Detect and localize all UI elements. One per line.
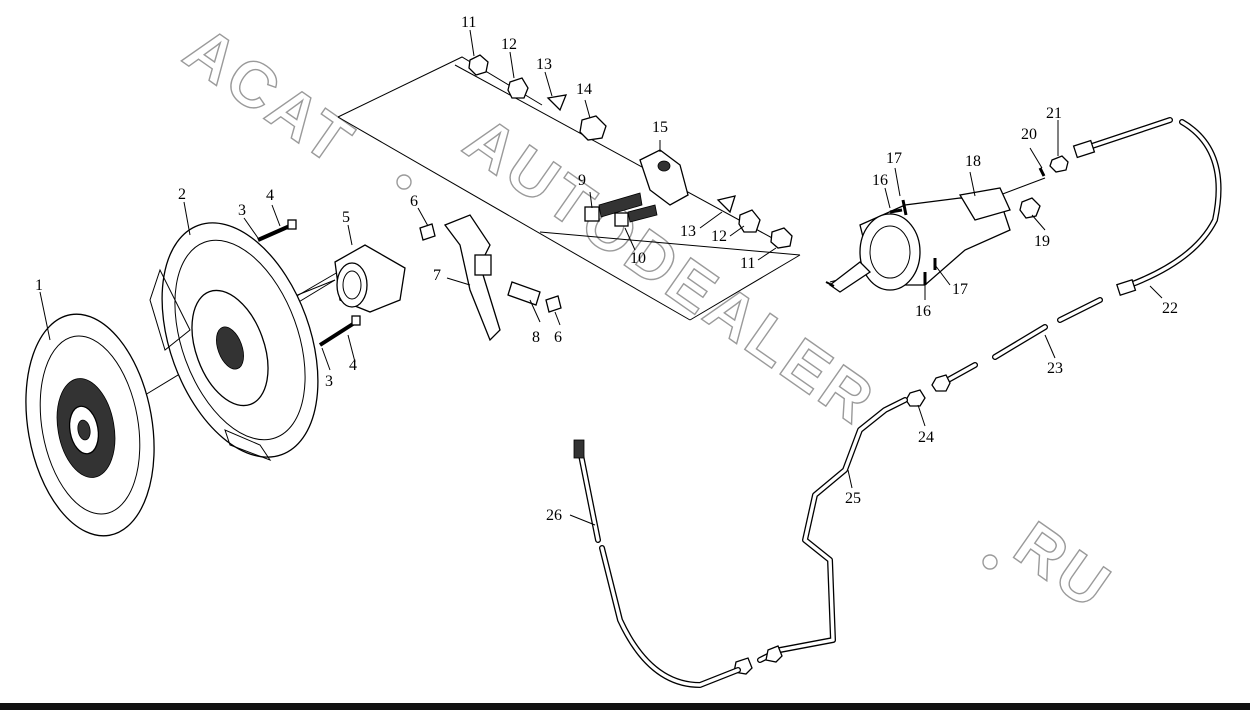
washer-12-upper: [507, 77, 529, 99]
callout-8: 8: [532, 329, 540, 346]
callout-21: 21: [1046, 105, 1062, 122]
bolt-10: [614, 204, 658, 227]
callout-3-upper: 3: [238, 202, 246, 219]
bolt-17-upper: [901, 199, 908, 216]
callout-5: 5: [342, 209, 350, 226]
clip-lower: [545, 295, 562, 313]
callout-17-lower: 17: [952, 281, 968, 298]
pipe-23: [945, 297, 1103, 383]
callout-6-lower: 6: [554, 329, 562, 346]
callout-4-upper: 4: [266, 187, 274, 204]
callout-16-upper: 16: [872, 172, 888, 189]
fitting-21: [1049, 155, 1069, 173]
leader-lines: [39, 29, 1163, 526]
callout-12-lower: 12: [711, 228, 727, 245]
pin: [507, 281, 541, 306]
callout-26: 26: [546, 507, 562, 524]
callout-10: 10: [630, 250, 646, 267]
watermark-acat: ACAT: [172, 12, 368, 179]
watermark-autodealer: AUTODEALER: [452, 102, 889, 438]
clip-13-lower: [716, 195, 736, 214]
callout-16-lower: 16: [915, 303, 931, 320]
clip-upper: [419, 223, 436, 241]
bolt-lower: [318, 315, 361, 347]
fitting-19: [1019, 197, 1041, 219]
pressure-plate: [149, 222, 319, 462]
washer-12-lower: [738, 209, 761, 233]
callout-11-upper: 11: [461, 14, 476, 31]
clutch-booster: [825, 187, 1011, 293]
callout-11-lower: 11: [740, 255, 755, 272]
callout-18: 18: [965, 153, 981, 170]
bolt-16-upper: [889, 208, 903, 214]
callout-20: 20: [1021, 126, 1037, 143]
bottom-border: [0, 703, 1250, 710]
callout-labels: 1 2 3 4 3 4 5 6 6 7 8 9 10 11 11 12 12 1…: [35, 14, 1178, 524]
callout-22: 22: [1162, 300, 1178, 317]
callout-3-lower: 3: [325, 373, 333, 390]
callout-13-upper: 13: [536, 56, 552, 73]
clutch-disc: [25, 313, 155, 537]
lever-15: [639, 149, 689, 206]
callout-19: 19: [1034, 233, 1050, 250]
nut-11-lower: [770, 227, 793, 249]
assembly-lines: [144, 56, 1046, 396]
clip-13-upper: [546, 94, 568, 112]
watermark-dot-1: [396, 174, 412, 190]
callout-17-upper: 17: [886, 150, 902, 167]
callout-25: 25: [845, 490, 861, 507]
callout-13-lower: 13: [680, 223, 696, 240]
release-bearing: [334, 244, 406, 313]
watermark-ru: RU: [1002, 507, 1126, 624]
callout-7: 7: [433, 267, 441, 284]
callout-2: 2: [178, 186, 186, 203]
ring-20: [1038, 167, 1046, 177]
fitting-24b: [931, 374, 951, 392]
callout-12-upper: 12: [501, 36, 517, 53]
watermark: ACAT AUTODEALER RU: [171, 12, 1126, 625]
watermark-dot-2: [982, 554, 998, 570]
callout-14: 14: [576, 81, 592, 98]
callout-6-upper: 6: [410, 193, 418, 210]
callout-1: 1: [35, 277, 43, 294]
bolt-upper: [257, 219, 297, 242]
callout-23: 23: [1047, 360, 1063, 377]
hose-26: [573, 439, 741, 688]
nut-11-upper: [468, 54, 489, 76]
callout-9: 9: [578, 172, 586, 189]
fitting-24: [905, 389, 926, 407]
pipe-25: [733, 397, 908, 675]
bolt-9: [584, 192, 643, 222]
callout-15: 15: [652, 119, 668, 136]
release-fork: [443, 214, 501, 342]
hose-22: [1072, 117, 1222, 296]
callout-4-lower: 4: [349, 357, 357, 374]
nut-14: [579, 115, 607, 141]
callout-24: 24: [918, 429, 934, 446]
